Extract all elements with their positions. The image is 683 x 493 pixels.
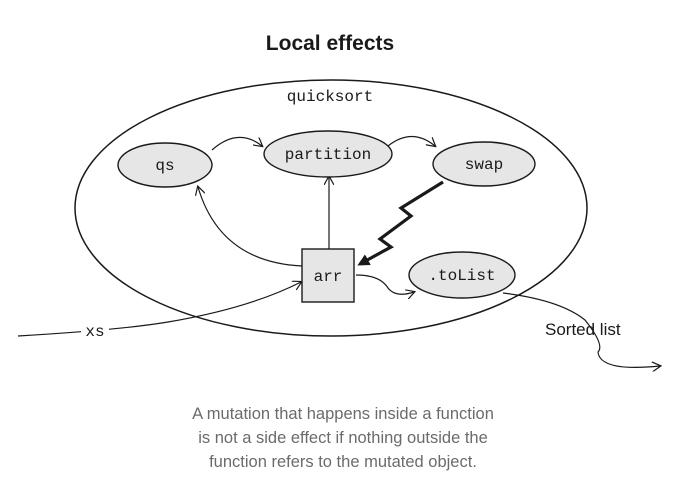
node-qs: qs	[117, 142, 213, 188]
page-title: Local effects	[266, 32, 394, 55]
node-qs-label: qs	[155, 157, 174, 175]
input-label-xs: xs	[85, 323, 104, 341]
node-arr-label: arr	[314, 268, 343, 286]
edge-qs-to-partition	[211, 136, 262, 151]
edge-arr-to-qs	[198, 187, 303, 267]
node-tolist-shape	[408, 251, 516, 299]
node-tolist: .toList	[408, 251, 516, 299]
node-partition-shape	[263, 130, 393, 178]
caption-line-2: is not a side effect if nothing outside …	[198, 429, 488, 447]
node-arr-shape	[301, 248, 355, 303]
node-partition-label: partition	[285, 146, 371, 164]
node-swap-shape	[432, 141, 536, 187]
scope-label: quicksort	[287, 88, 373, 106]
caption-line-1: A mutation that happens inside a functio…	[192, 405, 494, 423]
node-qs-shape	[117, 142, 213, 188]
node-partition: partition	[263, 130, 393, 178]
mutation-zigzag-arrow	[357, 180, 444, 266]
edge-xs-input-to-arr	[167, 282, 301, 323]
node-tolist-label: .toList	[428, 267, 495, 285]
node-swap: swap	[432, 141, 536, 187]
output-label-sorted-list: Sorted list	[545, 320, 621, 339]
node-arr: arr	[301, 248, 355, 303]
edge-partition-to-swap	[387, 135, 435, 147]
edge-tolist-to-output	[502, 292, 660, 367]
xs-label-mask	[81, 322, 109, 340]
edge-arr-to-tolist	[355, 274, 414, 294]
quicksort-scope-boundary	[74, 79, 588, 337]
node-swap-label: swap	[465, 156, 503, 174]
caption-line-3: function refers to the mutated object.	[209, 453, 477, 471]
